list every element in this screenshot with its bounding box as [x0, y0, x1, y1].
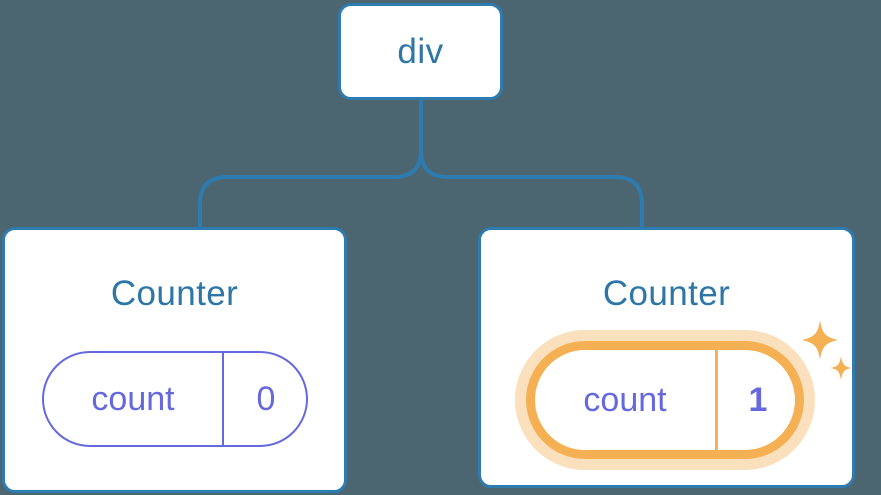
counter-right-title: Counter [602, 274, 731, 313]
sparkle-small-icon [830, 356, 852, 380]
node-div-label: div [397, 32, 444, 71]
sparkle-large-icon [802, 320, 838, 360]
state-key-label: count [583, 381, 667, 419]
state-pill-count-left[interactable]: count 0 [42, 351, 308, 447]
highlight-halo [515, 330, 815, 470]
state-key-label: count [91, 380, 175, 418]
state-value-label: 1 [715, 350, 795, 450]
sparkles-group [802, 320, 852, 380]
node-div[interactable]: div [338, 3, 503, 100]
counter-left-title: Counter [110, 274, 239, 313]
highlight-ring: count 1 [526, 341, 804, 459]
state-pill-count-right-highlighted[interactable]: count 1 [515, 330, 815, 470]
state-value-label: 0 [222, 353, 308, 445]
